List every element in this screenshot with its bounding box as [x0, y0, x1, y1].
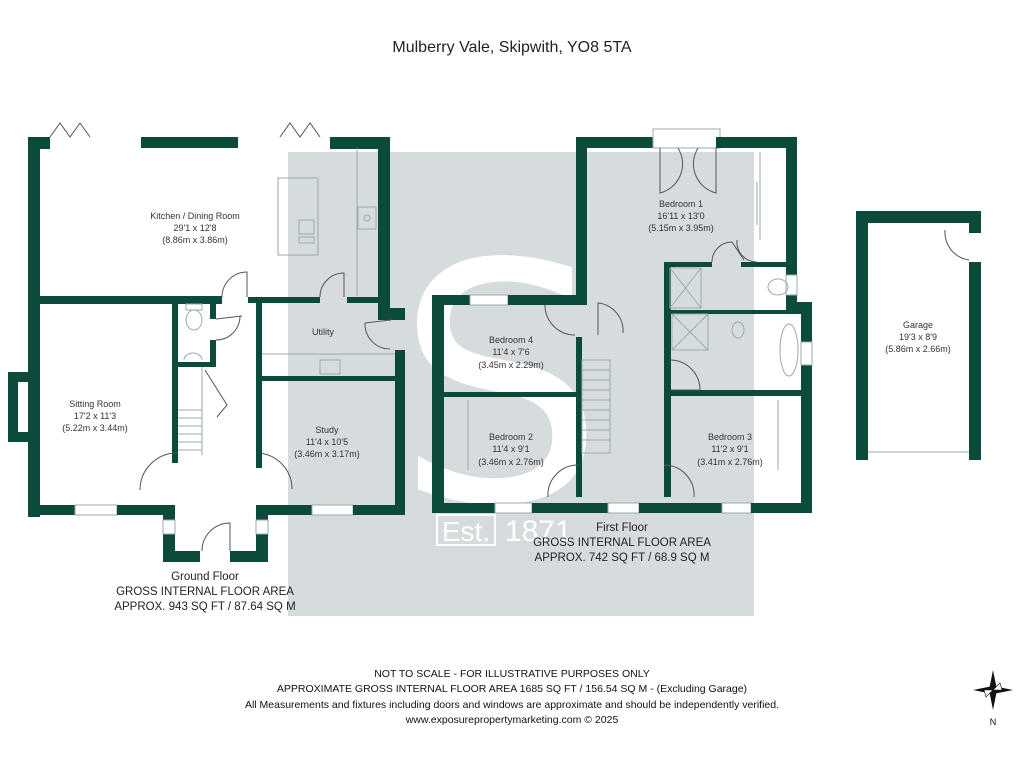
- page-title: Mulberry Vale, Skipwith, YO8 5TA: [392, 39, 632, 56]
- room-metric: (3.46m x 2.76m): [478, 457, 544, 467]
- floor-area: APPROX. 742 SQ FT / 68.9 SQ M: [535, 552, 710, 564]
- watermark-letter: S: [395, 194, 604, 578]
- footer-measurements-note: All Measurements and fixtures including …: [245, 699, 779, 711]
- room-imperial: 16'11 x 13'0: [657, 211, 704, 221]
- room-name: Bedroom 2: [489, 432, 533, 442]
- compass-rose-icon: N: [973, 670, 1013, 727]
- footer-total-area: APPROXIMATE GROSS INTERNAL FLOOR AREA 16…: [277, 683, 747, 695]
- watermark: S Est. 1871: [288, 152, 754, 616]
- compass-label: N: [990, 717, 997, 727]
- room-name: Sitting Room: [69, 399, 121, 409]
- room-imperial: 19'3 x 8'9: [899, 332, 937, 342]
- room-metric: (3.46m x 3.17m): [294, 449, 360, 459]
- room-imperial: 11'2 x 9'1: [711, 444, 748, 454]
- room-imperial: 11'4 x 9'1: [492, 444, 529, 454]
- room-metric: (3.41m x 2.76m): [697, 457, 763, 467]
- room-metric: (5.86m x 2.66m): [885, 344, 951, 354]
- floor-name: First Floor: [596, 522, 648, 534]
- watermark-est: Est.: [442, 516, 490, 547]
- room-name: Bedroom 3: [708, 432, 752, 442]
- room-imperial: 29'1 x 12'8: [174, 223, 217, 233]
- room-metric: (3.45m x 2.29m): [478, 360, 544, 370]
- room-imperial: 11'4 x 10'5: [306, 437, 348, 447]
- floor-area-label: GROSS INTERNAL FLOOR AREA: [533, 537, 711, 549]
- floor-area: APPROX. 943 SQ FT / 87.64 SQ M: [114, 601, 295, 613]
- room-imperial: 17'2 x 11'3: [74, 411, 116, 421]
- room-name: Bedroom 4: [489, 335, 533, 345]
- garage-plan: Garage 19'3 x 8'9 (5.86m x 2.66m): [856, 211, 981, 460]
- floor-area-label: GROSS INTERNAL FLOOR AREA: [116, 586, 294, 598]
- first-floor-plan: Bedroom 1 16'11 x 13'0 (5.15m x 3.95m) B…: [432, 128, 813, 564]
- floor-name: Ground Floor: [171, 571, 239, 583]
- room-name: Garage: [903, 320, 933, 330]
- room-name: Bedroom 1: [659, 199, 703, 209]
- ground-floor-plan: Kitchen / Dining Room 29'1 x 12'8 (8.86m…: [8, 122, 405, 613]
- room-name: Kitchen / Dining Room: [150, 211, 240, 221]
- room-name: Utility: [312, 327, 334, 337]
- room-name: Study: [315, 425, 339, 435]
- watermark-year: 1871: [505, 515, 572, 548]
- room-metric: (8.86m x 3.86m): [162, 235, 228, 245]
- room-metric: (5.15m x 3.95m): [648, 223, 714, 233]
- room-imperial: 11'4 x 7'6: [492, 347, 529, 357]
- footer-website: www.exposurepropertymarketing.com © 2025: [405, 714, 619, 726]
- footer-disclaimer: NOT TO SCALE - FOR ILLUSTRATIVE PURPOSES…: [374, 668, 650, 680]
- room-metric: (5.22m x 3.44m): [62, 423, 128, 433]
